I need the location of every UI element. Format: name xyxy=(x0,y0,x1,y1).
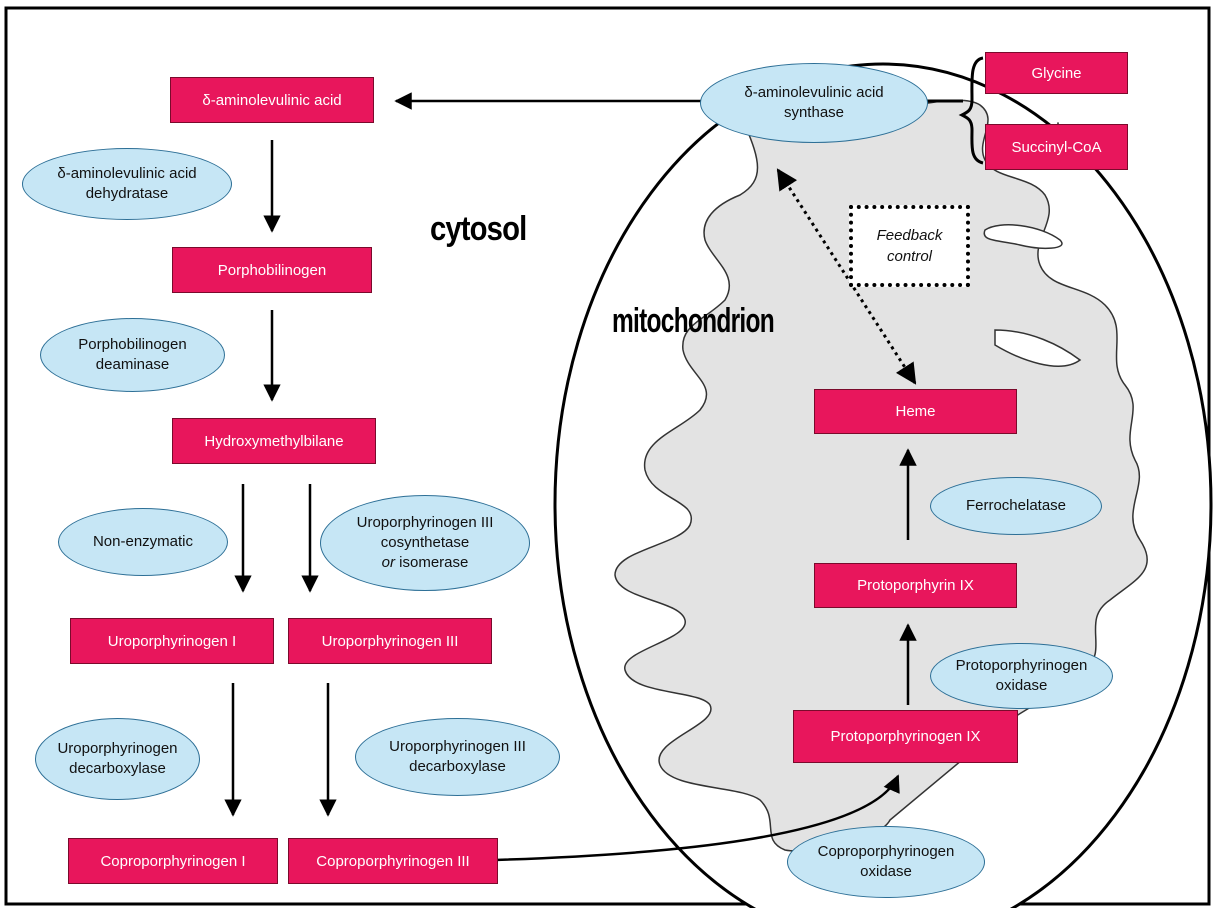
metabolite-uroporphyrinogen-i: Uroporphyrinogen I xyxy=(70,618,274,664)
enzyme-ferrochelatase: Ferrochelatase xyxy=(930,477,1102,535)
metabolite-hydroxymethylbilane: Hydroxymethylbilane xyxy=(172,418,376,464)
metabolite-succinyl-coa: Succinyl-CoA xyxy=(985,124,1128,170)
substrate-brace xyxy=(958,56,984,165)
feedback-arrow xyxy=(776,168,917,385)
metabolite-porphobilinogen: Porphobilinogen xyxy=(172,247,372,293)
metabolite-uroporphyrinogen-iii: Uroporphyrinogen III xyxy=(288,618,492,664)
crista-fold xyxy=(983,224,1063,250)
arrow-copro3-to-protogen9 xyxy=(494,774,900,862)
cytosol-label: cytosol xyxy=(430,210,527,248)
crista-fold xyxy=(994,329,1082,367)
metabolite-heme: Heme xyxy=(814,389,1017,434)
metabolite-coproporphyrinogen-i: Coproporphyrinogen I xyxy=(68,838,278,884)
metabolite-protoporphyrinogen-ix: Protoporphyrinogen IX xyxy=(793,710,1018,763)
metabolite-coproporphyrinogen-iii: Coproporphyrinogen III xyxy=(288,838,498,884)
metabolite-ala: δ-aminolevulinic acid xyxy=(170,77,374,123)
enzyme-non-enzymatic: Non-enzymatic xyxy=(58,508,228,576)
metabolite-protoporphyrin-ix: Protoporphyrin IX xyxy=(814,563,1017,608)
mitochondrion-label: mitochondrion xyxy=(612,302,775,340)
metabolite-glycine: Glycine xyxy=(985,52,1128,94)
